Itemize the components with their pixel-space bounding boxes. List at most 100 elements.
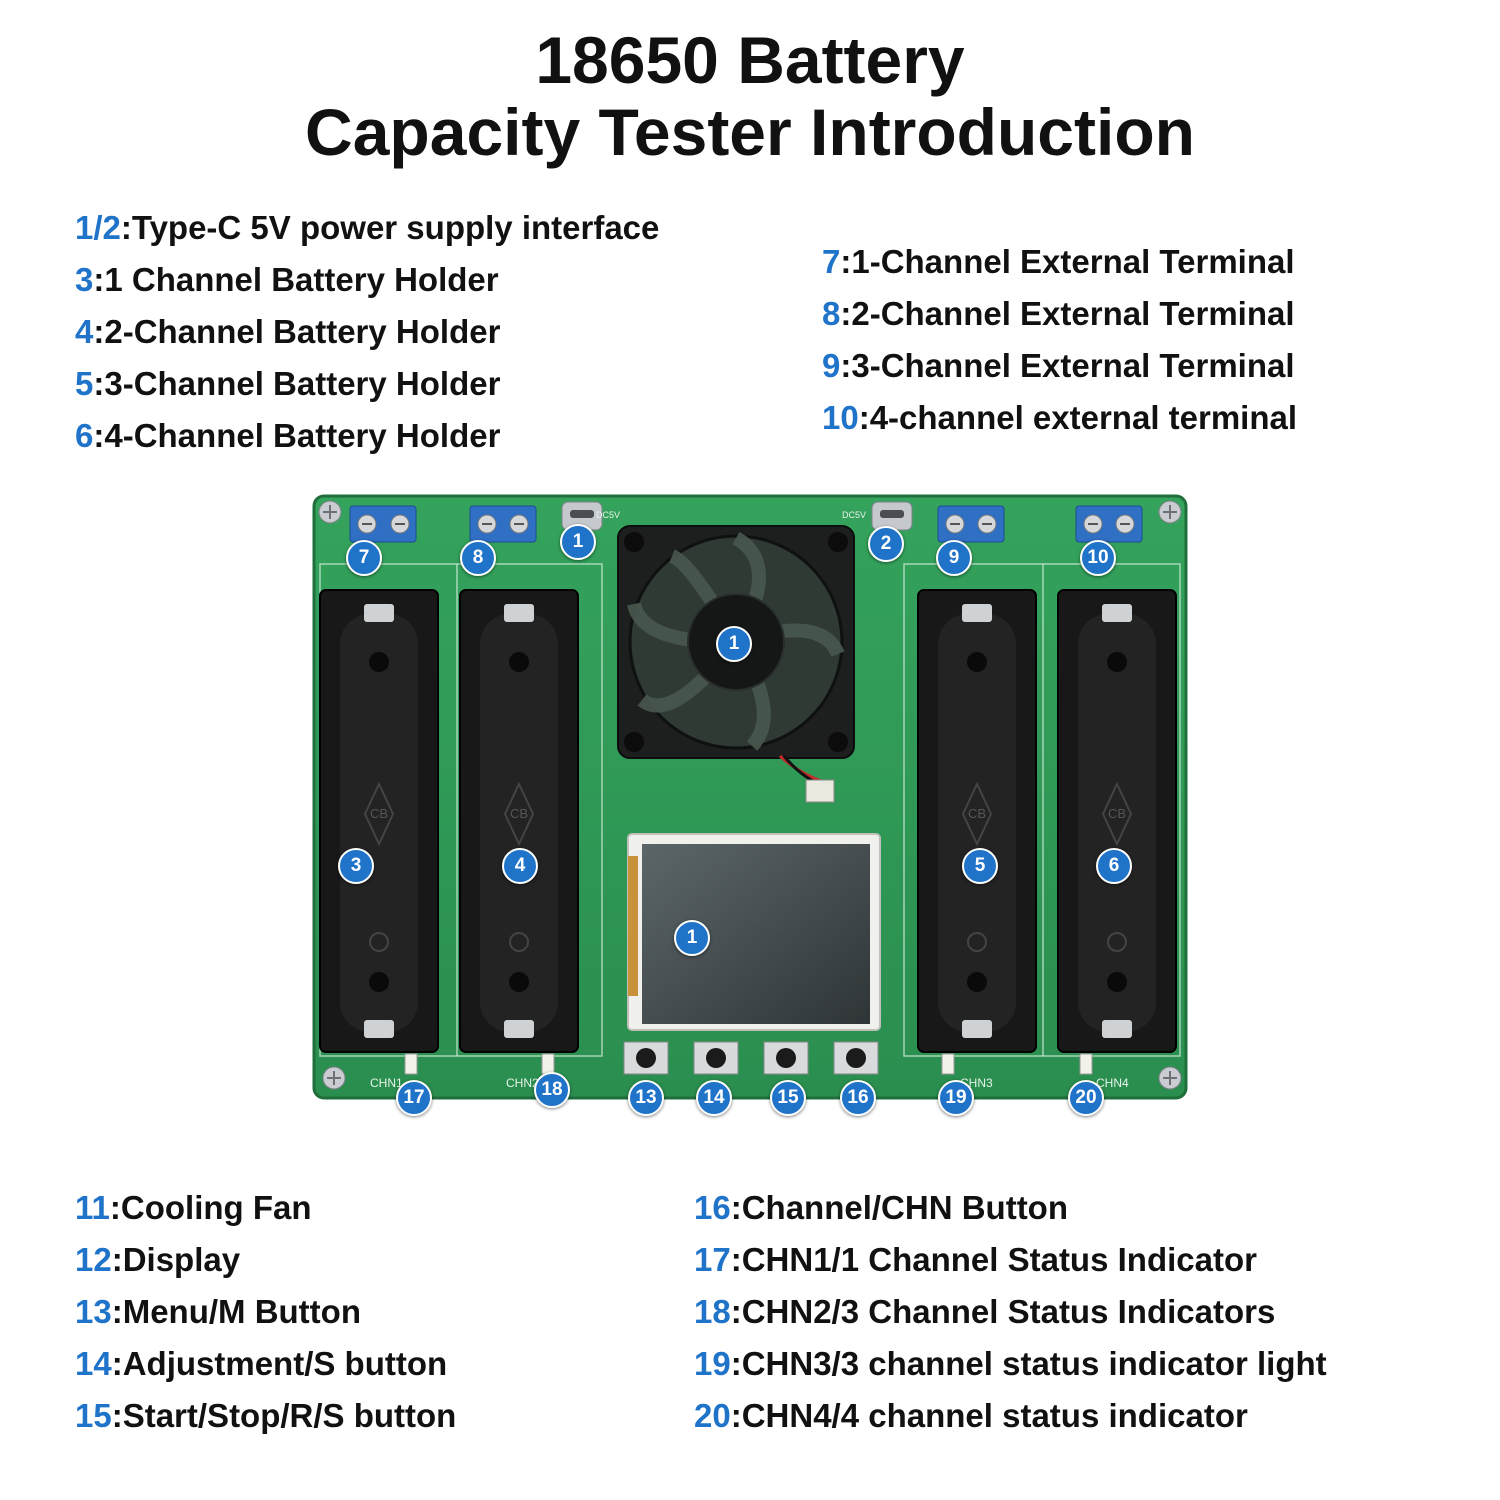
legend-text: :Display [111,1241,241,1278]
legend-number: 6 [75,417,94,454]
status-led-1 [404,1053,418,1075]
terminal-block-1 [349,505,417,543]
terminal-block-2 [469,505,537,543]
legend-number: 9 [822,347,841,384]
holder-mark: CB [968,806,987,821]
callout-display: 1 [674,920,710,956]
holder-mark: CB [1108,806,1127,821]
legend-text: :4-channel external terminal [858,399,1298,436]
callout-terminal-9: 9 [936,540,972,576]
legend-number: 12 [75,1241,112,1278]
callout-terminal-10: 10 [1080,540,1116,576]
callout-usb-2: 2 [868,526,904,562]
holder-mark: CB [370,806,389,821]
status-led-2 [541,1053,555,1075]
legend-top-left: 1/2:Type-C 5V power supply interface 3:1… [75,202,659,462]
legend-text: :3-Channel Battery Holder [93,365,501,402]
fan-connector [805,779,835,803]
silk-chn1: CHN1 [370,1076,403,1090]
push-button-14 [693,1041,739,1075]
legend-text: :Adjustment/S button [111,1345,448,1382]
legend-text: :Type-C 5V power supply interface [120,209,660,246]
legend-number: 13 [75,1293,112,1330]
callout-terminal-7: 7 [346,540,382,576]
legend-item: 9:3-Channel External Terminal [822,340,1297,392]
board-drawing [312,494,1188,1100]
usb-c-port-1 [561,501,603,531]
legend-number: 19 [694,1345,731,1382]
legend-item: 11:Cooling Fan [75,1182,456,1234]
legend-number: 17 [694,1241,731,1278]
callout-button-13: 13 [628,1080,664,1116]
silk-dc5v-1: DC5V [596,510,621,520]
legend-item: 6:4-Channel Battery Holder [75,410,659,462]
tester-board: CHN1 CHN2 CHN3 CHN4 DC5V DC5V CB CB CB C… [312,494,1188,1116]
legend-number: 5 [75,365,94,402]
legend-item: 8:2-Channel External Terminal [822,288,1297,340]
legend-item: 20:CHN4/4 channel status indicator [694,1390,1327,1442]
mounting-screw [1158,1066,1182,1090]
legend-text: :CHN2/3 Channel Status Indicators [730,1293,1276,1330]
mounting-screw [1158,500,1182,524]
callout-usb-1: 1 [560,524,596,560]
legend-text: :CHN4/4 channel status indicator [730,1397,1248,1434]
legend-item: 14:Adjustment/S button [75,1338,456,1390]
callout-button-15: 15 [770,1080,806,1116]
legend-number: 1/2 [75,209,121,246]
callout-led-19: 19 [938,1080,974,1116]
push-button-13 [623,1041,669,1075]
silk-dc5v-2: DC5V [842,510,867,520]
battery-holder-1 [319,589,439,1053]
callout-led-20: 20 [1068,1080,1104,1116]
legend-text: :CHN1/1 Channel Status Indicator [730,1241,1257,1278]
legend-text: :1-Channel External Terminal [840,243,1295,280]
legend-item: 18:CHN2/3 Channel Status Indicators [694,1286,1327,1338]
silk-chn4: CHN4 [1096,1076,1129,1090]
callout-led-18: 18 [534,1072,570,1108]
legend-text: :2-Channel Battery Holder [93,313,501,350]
mounting-screw [322,1066,346,1090]
legend-item: 12:Display [75,1234,456,1286]
legend-item: 7:1-Channel External Terminal [822,236,1297,288]
legend-item: 3:1 Channel Battery Holder [75,254,659,306]
legend-number: 4 [75,313,94,350]
callout-holder-6: 6 [1096,848,1132,884]
legend-item: 17:CHN1/1 Channel Status Indicator [694,1234,1327,1286]
page-title-line-2: Capacity Tester Introduction [305,95,1195,169]
callout-terminal-8: 8 [460,540,496,576]
legend-item: 19:CHN3/3 channel status indicator light [694,1338,1327,1390]
battery-holder-4 [1057,589,1177,1053]
legend-item: 16:Channel/CHN Button [694,1182,1327,1234]
legend-text: :Channel/CHN Button [730,1189,1069,1226]
legend-number: 11 [75,1189,110,1226]
push-button-15 [763,1041,809,1075]
battery-holder-3 [917,589,1037,1053]
legend-text: :Menu/M Button [111,1293,361,1330]
legend-item: 1/2:Type-C 5V power supply interface [75,202,659,254]
legend-number: 20 [694,1397,731,1434]
legend-number: 16 [694,1189,731,1226]
terminal-block-4 [1075,505,1143,543]
legend-number: 3 [75,261,94,298]
callout-holder-4: 4 [502,848,538,884]
legend-number: 7 [822,243,841,280]
terminal-block-3 [937,505,1005,543]
legend-text: :3-Channel External Terminal [840,347,1295,384]
holder-mark: CB [510,806,529,821]
page-title-line-1: 18650 Battery [535,23,965,97]
lcd-display [627,833,881,1031]
legend-item: 15:Start/Stop/R/S button [75,1390,456,1442]
callout-holder-3: 3 [338,848,374,884]
legend-bottom-right: 16:Channel/CHN Button 17:CHN1/1 Channel … [694,1182,1327,1442]
silk-frame-right [903,563,1181,1057]
legend-text: :Start/Stop/R/S button [111,1397,457,1434]
silk-chn2: CHN2 [506,1076,539,1090]
legend-item: 4:2-Channel Battery Holder [75,306,659,358]
callout-fan: 1 [716,626,752,662]
legend-bottom-left: 11:Cooling Fan 12:Display 13:Menu/M Butt… [75,1182,456,1442]
battery-holder-2 [459,589,579,1053]
legend-number: 14 [75,1345,112,1382]
legend-top-right: 7:1-Channel External Terminal 8:2-Channe… [822,236,1297,444]
legend-number: 8 [822,295,841,332]
callout-button-16: 16 [840,1080,876,1116]
